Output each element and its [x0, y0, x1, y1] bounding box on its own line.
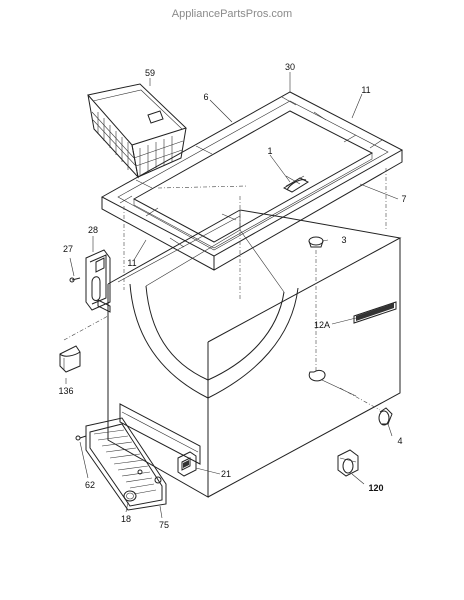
callout-1[interactable]: 1: [267, 146, 272, 156]
callout-3[interactable]: 3: [341, 235, 346, 245]
hinge-part[interactable]: [85, 249, 111, 313]
callout-6[interactable]: 6: [203, 92, 208, 102]
caster-part[interactable]: [337, 449, 359, 477]
callout-120[interactable]: 120: [368, 483, 383, 493]
callout-62[interactable]: 62: [85, 480, 95, 490]
callout-136[interactable]: 136: [58, 386, 73, 396]
lid-handle-part[interactable]: [282, 175, 310, 193]
callout-59[interactable]: 59: [145, 68, 155, 78]
label-plate-part[interactable]: [353, 301, 397, 324]
grille-screw-part[interactable]: [75, 435, 87, 441]
callout-11-left[interactable]: 11: [127, 258, 136, 268]
drain-plug-part[interactable]: [308, 236, 324, 248]
callout-labels: 59 30 6 11 1 7 28 27 11 3 12A 136 4 21 6…: [58, 62, 406, 530]
callout-27[interactable]: 27: [63, 244, 73, 254]
callout-7[interactable]: 7: [401, 194, 406, 204]
knob-part[interactable]: [123, 490, 137, 502]
watermark-text: AppliancePartsPros.com: [172, 8, 292, 20]
assembly-leaders: [123, 168, 387, 300]
control-part[interactable]: [177, 451, 197, 477]
lid-frame-part[interactable]: [100, 91, 404, 271]
callout-12A[interactable]: 12A: [314, 320, 330, 330]
callout-30[interactable]: 30: [285, 62, 295, 72]
grille-part[interactable]: [85, 417, 167, 511]
callout-28[interactable]: 28: [88, 225, 98, 235]
callout-75[interactable]: 75: [159, 520, 169, 530]
callout-4[interactable]: 4: [397, 436, 402, 446]
basket-part[interactable]: [87, 83, 187, 179]
foot-part[interactable]: [59, 345, 81, 373]
drain-tube-part[interactable]: [308, 369, 357, 397]
machine-compartment: [119, 403, 201, 465]
callout-21[interactable]: 21: [221, 469, 231, 479]
cabinet-body: [107, 209, 402, 498]
drain-cap-part[interactable]: [378, 407, 393, 426]
callout-18[interactable]: 18: [121, 514, 131, 524]
callout-leaders: [65, 72, 399, 519]
hinge-screw-part[interactable]: [69, 277, 81, 283]
callout-11-top[interactable]: 11: [361, 85, 370, 95]
